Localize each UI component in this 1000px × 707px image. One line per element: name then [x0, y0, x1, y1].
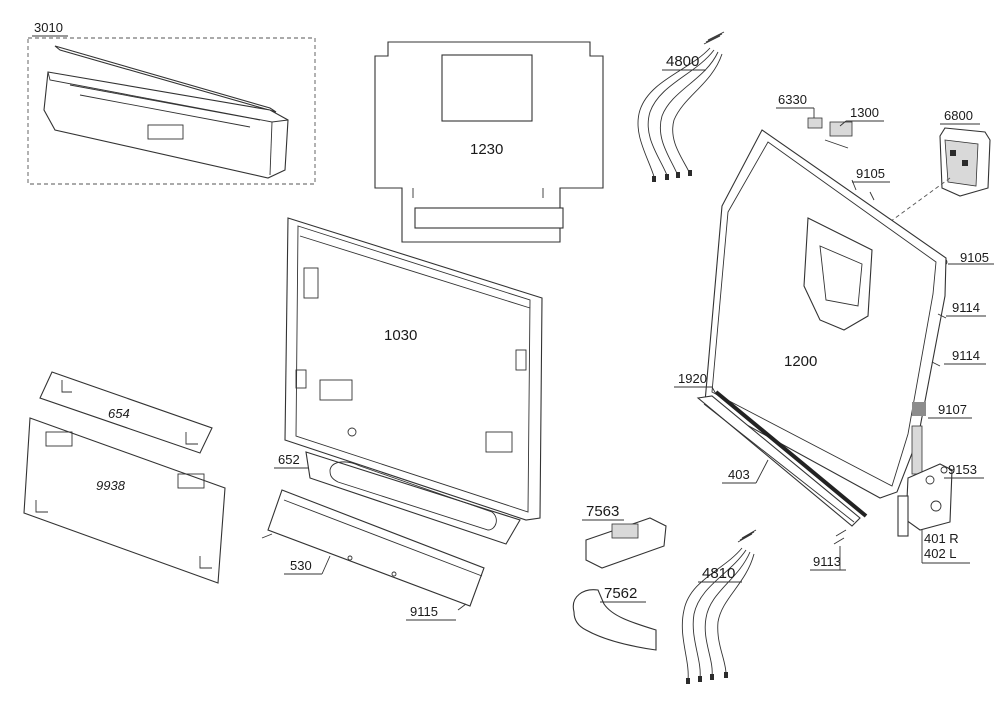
label-7563: 7563	[586, 503, 619, 520]
label-530: 530	[290, 558, 312, 573]
part-403-rail	[696, 395, 861, 527]
label-9113: 9113	[813, 554, 841, 569]
part-1200-inner-door	[704, 129, 947, 499]
label-1230: 1230	[470, 141, 503, 158]
part-530-profile	[261, 489, 485, 607]
label-652: 652	[278, 452, 300, 467]
part-9113-pin	[833, 529, 847, 545]
label-9114-upper: 9114	[952, 300, 980, 315]
label-9105-top: 9105	[856, 166, 885, 181]
part-652-trim	[305, 451, 521, 545]
label-1200: 1200	[784, 353, 817, 370]
part-1300-latch	[824, 121, 853, 149]
label-9938: 9938	[96, 478, 126, 493]
part-1030-outer-door	[284, 217, 543, 521]
part-401-402-hinge	[897, 425, 953, 537]
part-9938-sheet	[23, 417, 226, 584]
part-4800-wiring-harness	[637, 31, 725, 182]
label-402l: 402 L	[924, 546, 957, 561]
label-9114-lower: 9114	[952, 348, 980, 363]
part-654-sheet	[39, 371, 213, 454]
label-6330: 6330	[778, 92, 807, 107]
label-9105-right: 9105	[960, 250, 989, 265]
label-403: 403	[728, 467, 750, 482]
part-6330-switch	[807, 117, 823, 129]
label-6800: 6800	[944, 108, 973, 123]
label-654: 654	[108, 406, 130, 421]
label-401r: 401 R	[924, 531, 959, 546]
part-9107-swatch	[912, 402, 926, 416]
part-7562-bracket	[572, 589, 657, 651]
part-6800-module	[939, 127, 991, 197]
label-1300: 1300	[850, 105, 879, 120]
part-3010-control-panel	[27, 37, 316, 185]
part-1230-panel	[374, 41, 604, 243]
label-7562: 7562	[604, 585, 637, 602]
label-4810: 4810	[702, 565, 735, 582]
part-9114-screws	[931, 313, 947, 367]
part-9115-screw	[457, 603, 467, 611]
label-4800: 4800	[666, 53, 699, 70]
part-1920-gasket	[714, 390, 868, 518]
label-1030: 1030	[384, 327, 417, 344]
label-9115: 9115	[410, 604, 438, 619]
label-3010: 3010	[34, 20, 63, 35]
label-9107: 9107	[938, 402, 967, 417]
part-7563-bracket	[585, 517, 667, 569]
part-4810-wiring-harness	[681, 529, 757, 684]
label-9153: 9153	[948, 462, 977, 477]
label-1920: 1920	[678, 371, 707, 386]
